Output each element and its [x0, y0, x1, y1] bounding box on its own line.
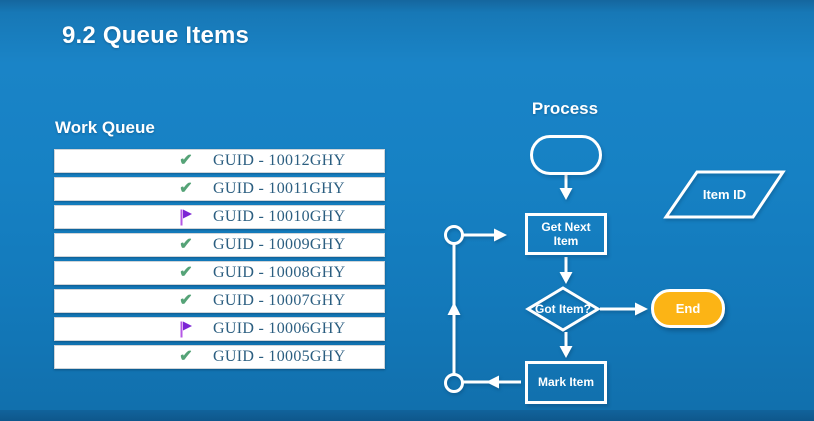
flowchart-node-start [530, 135, 602, 175]
flowchart-node-get-next-item: Get Next Item [525, 213, 607, 255]
check-icon: ✔ [179, 180, 193, 197]
queue-item-label: GUID - 10011GHY [213, 180, 345, 197]
check-icon: ✔ [179, 152, 193, 169]
check-icon: ✔ [179, 236, 193, 253]
queue-item-label: GUID - 10008GHY [213, 264, 346, 281]
arrowhead-down-icon [559, 346, 573, 358]
queue-row: ✔ GUID - 10008GHY [54, 261, 385, 285]
loop-connector-bottom-circle [444, 373, 464, 393]
arrowhead-right-icon [494, 228, 507, 242]
queue-item-label: GUID - 10012GHY [213, 152, 346, 169]
arrowhead-left-icon [486, 375, 499, 389]
bottom-band [0, 410, 814, 421]
queue-row: ✔ GUID - 10006GHY [54, 317, 385, 341]
arrowhead-down-icon [559, 272, 573, 284]
queue-row: ✔ GUID - 10010GHY [54, 205, 385, 229]
queue-item-label: GUID - 10007GHY [213, 292, 346, 309]
arrowhead-up-icon [447, 302, 461, 315]
work-queue-heading: Work Queue [55, 118, 155, 137]
flowchart-node-end: End [651, 289, 725, 328]
queue-item-label: GUID - 10010GHY [213, 208, 346, 225]
work-queue-list: ✔ GUID - 10012GHY ✔ GUID - 10011GHY ✔ GU… [54, 149, 385, 369]
flowchart-node-got-item: Got Item? [535, 301, 591, 316]
queue-item-label: GUID - 10005GHY [213, 348, 346, 365]
flowchart-node-mark-item: Mark Item [525, 361, 607, 404]
flag-icon [175, 207, 197, 227]
check-icon: ✔ [179, 264, 193, 281]
queue-row: ✔ GUID - 10007GHY [54, 289, 385, 313]
flowchart-node-item-id: Item ID [702, 186, 747, 202]
check-icon: ✔ [179, 348, 193, 365]
loop-connector-top-circle [444, 225, 464, 245]
arrowhead-down-icon [559, 188, 573, 200]
check-icon: ✔ [179, 292, 193, 309]
queue-row: ✔ GUID - 10011GHY [54, 177, 385, 201]
queue-row: ✔ GUID - 10009GHY [54, 233, 385, 257]
process-heading: Process [531, 99, 599, 118]
slide-title: 9.2 Queue Items [62, 22, 250, 49]
queue-item-label: GUID - 10006GHY [213, 320, 346, 337]
queue-item-label: GUID - 10009GHY [213, 236, 346, 253]
flag-icon [175, 319, 197, 339]
arrowhead-right-icon [635, 302, 648, 316]
queue-row: ✔ GUID - 10012GHY [54, 149, 385, 173]
queue-row: ✔ GUID - 10005GHY [54, 345, 385, 369]
